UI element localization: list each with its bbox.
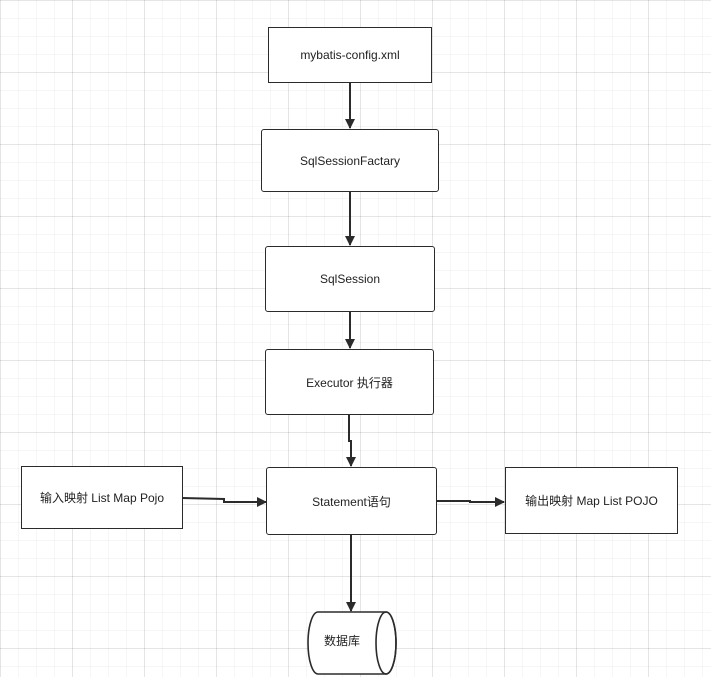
node-sqlsession-factory: SqlSessionFactary [261,129,439,192]
node-input-mapping: 输入映射 List Map Pojo [21,466,183,529]
node-executor: Executor 执行器 [265,349,434,415]
node-statement: Statement语句 [266,467,437,535]
edge-executor-to-statement [346,414,356,467]
database-cylinder [307,611,397,675]
node-sqlsession: SqlSession [265,246,435,312]
edge-statement-to-output [436,497,505,507]
node-output-mapping: 输出映射 Map List POJO [505,467,678,534]
edge-input-to-statement [181,497,267,507]
node-mybatis-config: mybatis-config.xml [268,27,432,83]
node-database-label: 数据库 [323,634,360,648]
